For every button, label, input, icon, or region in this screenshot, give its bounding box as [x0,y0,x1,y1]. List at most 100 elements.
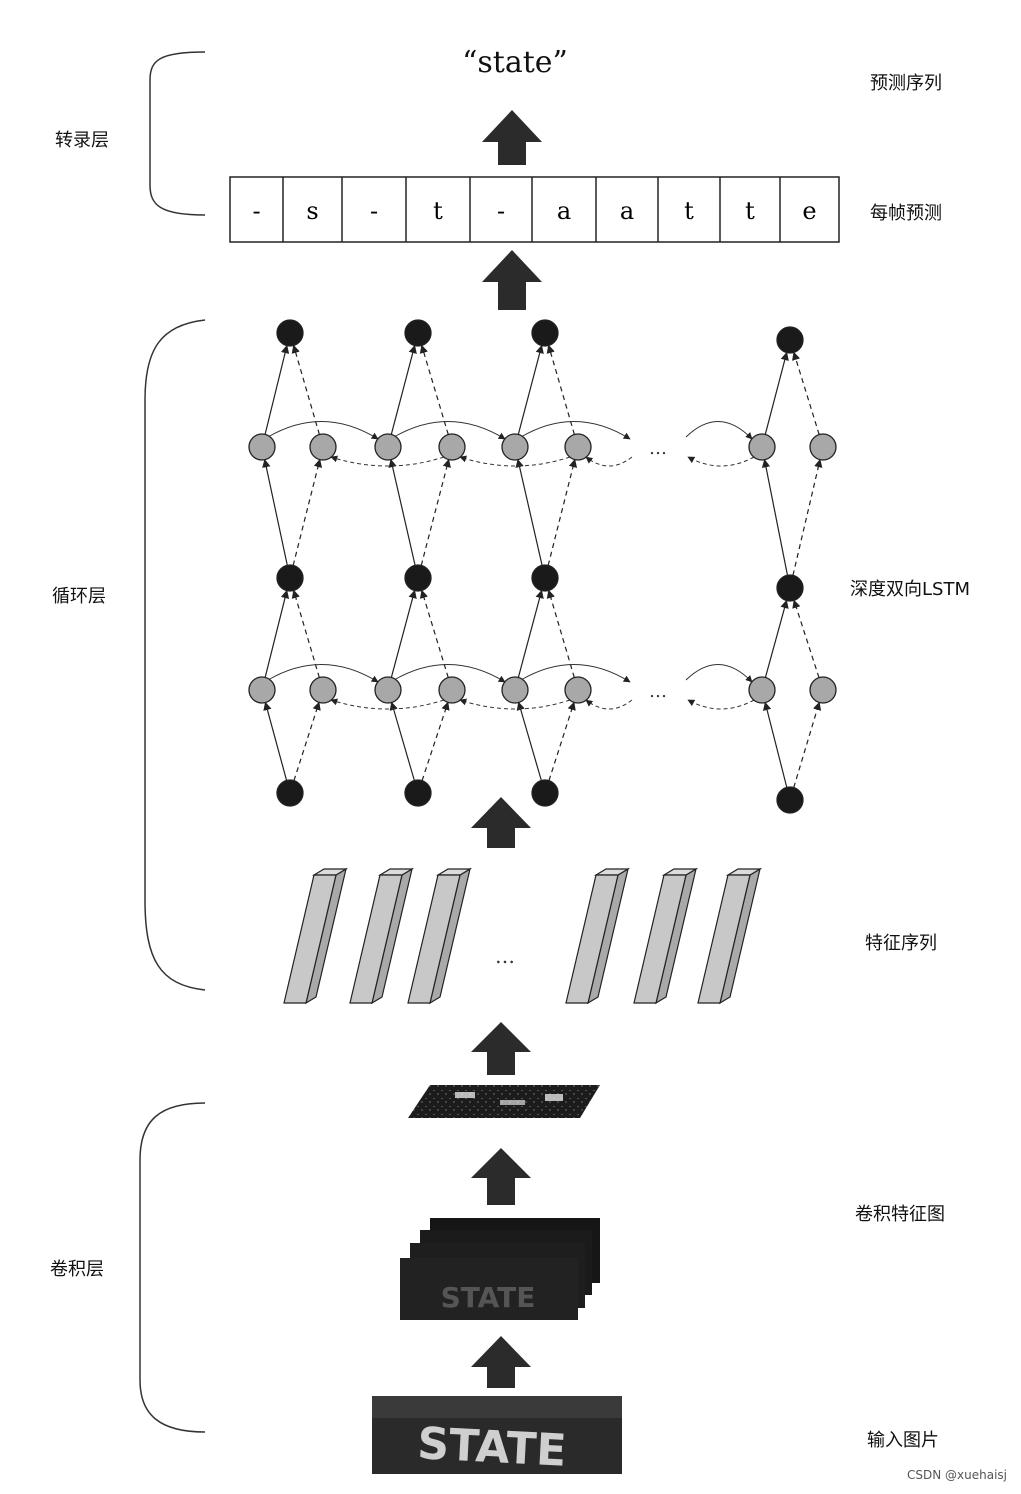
forward-recurrent-arrow [393,664,506,683]
transcription-brace [149,51,206,216]
deep-bilstm-label: 深度双向LSTM [850,579,970,600]
watermark: CSDN @xuehaisj [907,1468,1007,1482]
lstm-hidden-node [438,433,466,461]
backward-recurrent-arrow [459,698,571,710]
frame-cell-3: t [433,197,443,225]
lstm-edge [388,458,416,566]
backward-recurrent-arrow [585,699,633,710]
frame-cell-6: a [620,197,634,225]
lstm-edge [546,344,575,435]
backward-recurrent-arrow [687,699,755,710]
lstm-output-node [776,786,804,814]
lstm-edge [764,351,789,435]
lstm-edge [419,589,449,678]
forward-recurrent-arrow [393,421,506,440]
lstm-hidden-node [748,433,776,461]
frame-cell-4: - [497,197,505,225]
feature-sequence-label: 特征序列 [865,933,937,954]
forward-recurrent-arrow [685,664,753,683]
frame-cell-7: t [684,197,694,225]
lstm-output-node [531,779,559,807]
lstm-output-node [276,779,304,807]
lstm-output-node [531,564,559,592]
forward-recurrent-arrow [685,421,753,440]
conv-feature-maps-stack: STATE [400,1218,600,1320]
small-conv-feature-map [408,1085,600,1118]
lstm-edge [389,701,415,781]
lstm-edge [517,344,544,435]
lstm-edge [515,458,543,566]
feature-ellipsis: … [495,944,515,968]
feature-bar [407,867,473,1005]
lstm-hidden-node [438,676,466,704]
input-image-text: STATE [416,1418,567,1477]
lstm-edge [548,701,576,781]
lstm-edge [264,344,290,435]
input-image: STATE [372,1396,622,1477]
lstm-hidden-node [309,433,337,461]
lstm-edge [419,344,449,435]
per-frame-prediction-label: 每帧预测 [870,203,942,224]
lstm-edge [390,344,417,435]
conv-map-text: STATE [441,1281,536,1314]
lstm-ellipsis: … [649,681,667,702]
lstm-edge [263,701,288,781]
lstm-hidden-node [501,676,529,704]
lstm-hidden-node [564,433,592,461]
frame-cell-2: - [370,197,378,225]
feature-bar [633,867,699,1005]
backward-recurrent-arrow [330,455,445,467]
lstm-edge [262,458,288,566]
lstm-ellipsis: … [649,438,667,459]
lstm-hidden-node [501,433,529,461]
frame-cell-1: s [306,197,318,225]
lstm-output-node [276,564,304,592]
lstm-edge [763,701,788,788]
frame-cell-8: t [745,197,755,225]
forward-recurrent-arrow [520,421,631,440]
lstm-edge [761,458,789,576]
lstm-output-node [276,319,304,347]
convolution-brace [139,1102,206,1433]
lstm-edge [517,589,544,678]
lstm-edge [421,701,450,781]
lstm-edge [291,344,320,435]
lstm-hidden-node [564,676,592,704]
deep-bilstm-network: …… [248,319,837,814]
forward-recurrent-arrow [520,664,631,683]
lstm-edge [546,589,575,678]
lstm-hidden-node [309,676,337,704]
lstm-output-node [531,319,559,347]
feature-bar [565,867,631,1005]
lstm-edge [390,589,417,678]
backward-recurrent-arrow [687,456,755,467]
lstm-hidden-node [374,433,402,461]
lstm-edge [516,701,542,781]
predicted-sequence-label: 预测序列 [870,73,942,94]
predicted-output-text: “state” [462,45,568,80]
convolution-layer-label: 卷积层 [50,1259,104,1280]
transcription-layer-label: 转录层 [55,130,109,151]
backward-recurrent-arrow [330,698,445,710]
lstm-hidden-node [248,676,276,704]
recurrent-layer-label: 循环层 [52,586,106,607]
lstm-hidden-node [374,676,402,704]
lstm-edge [792,599,820,678]
lstm-hidden-node [748,676,776,704]
feature-bar [349,867,415,1005]
input-image-label: 输入图片 [867,1430,939,1451]
lstm-edge [293,701,321,781]
feature-bar [283,867,349,1005]
backward-recurrent-arrow [459,455,571,467]
frame-cell-0: - [252,197,260,225]
up-arrow-icon [471,110,542,1388]
frame-cell-9: e [802,197,816,225]
frame-cell-5: a [557,197,571,225]
lstm-edge [292,458,323,566]
lstm-hidden-node [809,433,837,461]
backward-recurrent-arrow [585,456,633,467]
lstm-edge [764,599,789,678]
forward-recurrent-arrow [267,664,379,683]
lstm-output-node [404,319,432,347]
